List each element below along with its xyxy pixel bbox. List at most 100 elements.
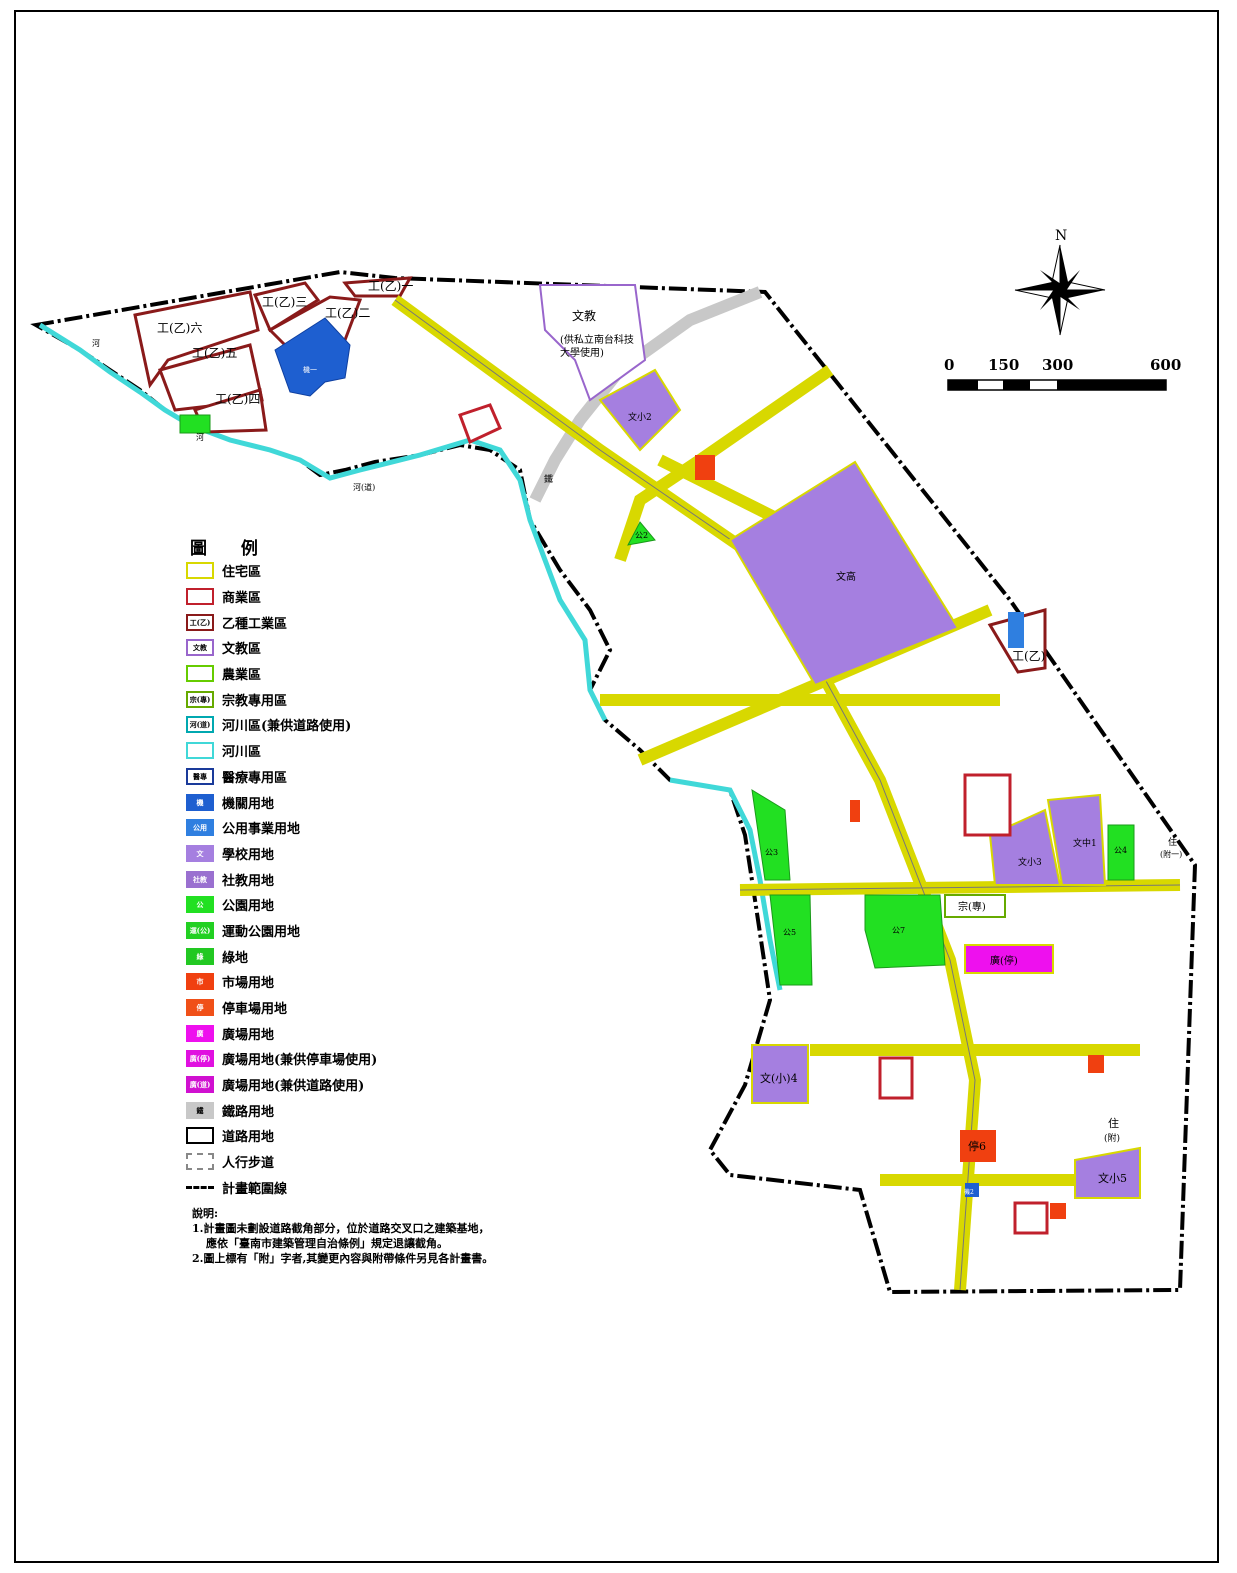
legend-code: 停 <box>196 1003 204 1013</box>
legend-label: 廣場用地(兼供道路使用) <box>222 1079 365 1095</box>
legend-code: 綠 <box>196 951 204 961</box>
legend-swatch: 文教 <box>186 639 214 657</box>
label-ind2: 工(乙)二 <box>325 306 370 320</box>
legend-label: 學校用地 <box>222 847 275 863</box>
label-edu-zone: 文教 <box>572 308 596 323</box>
legend-swatch: 河(道) <box>186 716 214 734</box>
label-gov2: 機2 <box>964 1188 974 1196</box>
legend-swatch: 醫專 <box>186 767 214 785</box>
legend-item: 農業區 <box>186 661 516 687</box>
label-park4: 公4 <box>1114 846 1127 855</box>
legend-label: 宗教專用區 <box>222 693 288 709</box>
legend-label: 廣場用地(兼供停車場使用) <box>222 1053 378 1069</box>
legend-swatch: 運(公) <box>186 921 214 939</box>
legend-label: 市場用地 <box>222 976 275 992</box>
legend-item: 文 學校用地 <box>186 841 516 867</box>
label-rail: 鐵 <box>544 473 553 485</box>
label-ind3: 工(乙)三 <box>262 295 307 309</box>
legend-swatch: 停 <box>186 999 214 1017</box>
legend-label: 商業區 <box>222 591 262 607</box>
legend-item: 市市場用地 <box>186 969 516 995</box>
label-park2: 公2 <box>635 531 648 540</box>
legend-swatch: 工(乙) <box>186 613 214 631</box>
legend-swatch <box>186 588 214 606</box>
notes: 說明: 1.計畫圖未劃設道路截角部分，位於道路交叉口之建築基地， 應依「臺南市建… <box>192 1206 493 1266</box>
label-ind6: 工(乙)六 <box>157 321 202 335</box>
legend-code: 文教 <box>193 643 207 653</box>
label-park5: 公5 <box>783 928 796 937</box>
legend-code: 廣 <box>196 1028 204 1038</box>
legend-label: 公園用地 <box>222 899 275 915</box>
label-sq-park: 廣(停) <box>990 954 1018 967</box>
square-parking <box>964 944 1054 974</box>
legend-label: 廣場用地 <box>222 1027 275 1043</box>
legend-swatch: 社教 <box>186 870 214 888</box>
legend-item: 道路用地 <box>186 1123 516 1149</box>
roads-outline <box>394 299 1181 1291</box>
label-park7: 公7 <box>892 926 905 935</box>
legend-item: 住宅區 <box>186 558 516 584</box>
label-river-b: 河 <box>196 432 204 442</box>
label-sch-s2: 文小2 <box>628 411 652 423</box>
legend-item: 廣(道) 廣場用地(兼供道路使用) <box>186 1072 516 1098</box>
legend-item: 鐵鐵路用地 <box>186 1097 516 1123</box>
legend-item: 廣(停) 廣場用地(兼供停車場使用) <box>186 1046 516 1072</box>
label-res-e2: (附一) <box>1160 849 1182 859</box>
legend-item: 醫專醫療專用區 <box>186 764 516 790</box>
legend-swatch <box>186 742 214 760</box>
legend-item: 工(乙) 乙種工業區 <box>186 609 516 635</box>
legend-code: 醫專 <box>193 771 207 781</box>
label-sch-s4: 文(小)4 <box>760 1071 798 1085</box>
label-park6: 停6 <box>968 1139 986 1153</box>
legend-label: 公用事業用地 <box>222 822 301 838</box>
legend-code: 機 <box>196 797 204 807</box>
railway <box>529 286 763 503</box>
commercial-zones <box>458 403 1049 1235</box>
legend-label: 鐵路用地 <box>222 1104 275 1120</box>
legend-swatch: 機 <box>186 793 214 811</box>
legend-item: 文教文教區 <box>186 635 516 661</box>
legend: 圖 例 住宅區商業區工(乙)乙種工業區文教文教區農業區宗(專)宗教專用區河(道)… <box>186 534 516 1200</box>
legend-swatch: 市 <box>186 973 214 991</box>
legend-label: 機關用地 <box>222 796 275 812</box>
legend-item: 計畫範圍線 <box>186 1175 516 1201</box>
legend-code: 運(公) <box>189 925 211 935</box>
legend-swatch: 鐵 <box>186 1101 214 1119</box>
legend-label: 人行步道 <box>222 1156 275 1172</box>
legend-item: 公用 公用事業用地 <box>186 815 516 841</box>
legend-code: 工(乙) <box>189 617 211 627</box>
legend-code: 文 <box>196 848 204 858</box>
utility-land <box>1008 612 1024 648</box>
legend-swatch: 廣(停) <box>186 1050 214 1068</box>
legend-code: 宗(專) <box>189 694 211 704</box>
legend-code: 廣(停) <box>189 1054 211 1064</box>
legend-swatch: 宗(專) <box>186 690 214 708</box>
legend-swatch: 廣(道) <box>186 1076 214 1094</box>
legend-swatch: 綠 <box>186 947 214 965</box>
legend-code: 公用 <box>193 823 207 833</box>
label-edu-note2: 大學使用) <box>560 346 604 359</box>
label-ind5: 工(乙)五 <box>192 346 237 360</box>
legend-code: 廣(道) <box>189 1080 211 1090</box>
parking-lands <box>695 455 1104 1219</box>
legend-swatch <box>186 562 214 580</box>
plan-boundary <box>30 269 1198 1295</box>
scale-tick-300: 300 <box>1042 356 1073 374</box>
label-rel: 宗(專) <box>958 900 986 913</box>
legend-label: 河川區 <box>222 745 262 761</box>
industrial-zones <box>133 276 1047 674</box>
scale-tick-0: 0 <box>944 356 954 374</box>
religious-zone <box>944 894 1006 918</box>
notes-line1b: 應依「臺南市建築管理自治條例」規定退讓截角。 <box>206 1237 448 1250</box>
legend-rows: 住宅區商業區工(乙) 乙種工業區文教文教區農業區宗(專) 宗教專用區河(道) 河川區(… <box>186 558 516 1200</box>
scale-tick-600: 600 <box>1150 356 1181 374</box>
legend-code: 公 <box>196 900 204 910</box>
legend-label: 社教用地 <box>222 873 275 889</box>
label-sch-s3: 文小3 <box>1018 856 1042 868</box>
label-res-e: 住 <box>1168 836 1177 848</box>
label-ind1: 工(乙)一 <box>368 279 413 293</box>
legend-label: 乙種工業區 <box>222 616 288 632</box>
legend-label: 河川區(兼供道路使用) <box>222 719 352 735</box>
legend-item: 人行步道 <box>186 1149 516 1175</box>
legend-label: 運動公園用地 <box>222 924 301 940</box>
